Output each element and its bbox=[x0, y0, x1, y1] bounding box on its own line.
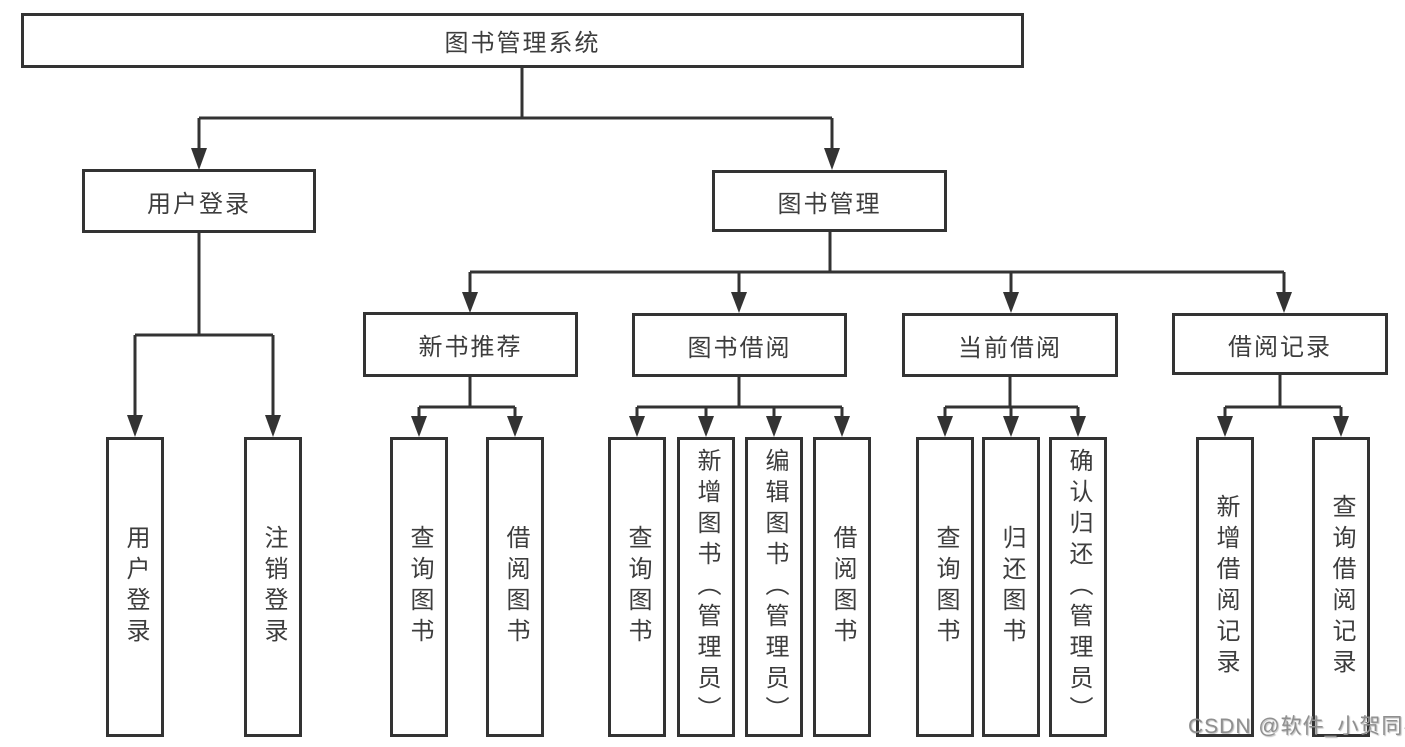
leaf-add-books-admin: 新增图书（管理员） bbox=[677, 437, 735, 737]
leaf-logout: 注销登录 bbox=[244, 437, 302, 737]
node-current-borrowing-label: 当前借阅 bbox=[958, 334, 1062, 362]
leaf-query-books-current-label: 查询图书 bbox=[932, 525, 959, 649]
leaf-borrow-books-recommend-label: 借阅图书 bbox=[502, 525, 529, 649]
leaf-add-borrow-record-label: 新增借阅记录 bbox=[1212, 494, 1239, 680]
leaf-confirm-return-admin-label: 确认归还（管理员） bbox=[1065, 447, 1092, 727]
leaf-query-books-recommend: 查询图书 bbox=[390, 437, 448, 737]
node-book-borrowing: 图书借阅 bbox=[632, 313, 847, 377]
csdn-watermark: CSDN @软件_小贺同学 bbox=[1188, 715, 1405, 738]
node-new-book-recommend: 新书推荐 bbox=[363, 312, 578, 377]
leaf-edit-books-admin: 编辑图书（管理员） bbox=[745, 437, 803, 737]
leaf-logout-label: 注销登录 bbox=[260, 525, 287, 649]
leaf-borrow-books-borrowing: 借阅图书 bbox=[813, 437, 871, 737]
leaf-return-books-label: 归还图书 bbox=[998, 525, 1025, 649]
node-user-login: 用户登录 bbox=[82, 169, 316, 233]
leaf-query-books-recommend-label: 查询图书 bbox=[406, 525, 433, 649]
leaf-query-books-borrowing: 查询图书 bbox=[608, 437, 666, 737]
leaf-query-borrow-record: 查询借阅记录 bbox=[1312, 437, 1370, 737]
node-current-borrowing: 当前借阅 bbox=[902, 313, 1118, 377]
node-user-login-label: 用户登录 bbox=[147, 190, 251, 218]
leaf-add-books-admin-label: 新增图书（管理员） bbox=[693, 447, 720, 727]
node-root-system: 图书管理系统 bbox=[21, 13, 1024, 68]
node-new-book-recommend-label: 新书推荐 bbox=[418, 334, 523, 361]
node-borrowing-records-label: 借阅记录 bbox=[1228, 333, 1332, 361]
node-borrowing-records: 借阅记录 bbox=[1172, 313, 1388, 375]
leaf-add-borrow-record: 新增借阅记录 bbox=[1196, 437, 1254, 737]
leaf-edit-books-admin-label: 编辑图书（管理员） bbox=[761, 447, 788, 727]
leaf-borrow-books-borrowing-label: 借阅图书 bbox=[829, 525, 856, 649]
leaf-query-books-current: 查询图书 bbox=[916, 437, 974, 737]
leaf-user-login: 用户登录 bbox=[106, 437, 164, 737]
node-book-borrowing-label: 图书借阅 bbox=[687, 334, 792, 362]
leaf-borrow-books-recommend: 借阅图书 bbox=[486, 437, 544, 737]
node-book-management-label: 图书管理 bbox=[777, 190, 882, 218]
leaf-user-login-label: 用户登录 bbox=[122, 525, 149, 649]
leaf-query-books-borrowing-label: 查询图书 bbox=[624, 525, 651, 649]
leaf-confirm-return-admin: 确认归还（管理员） bbox=[1049, 437, 1107, 737]
leaf-return-books: 归还图书 bbox=[982, 437, 1040, 737]
leaf-query-borrow-record-label: 查询借阅记录 bbox=[1328, 494, 1355, 680]
node-book-management: 图书管理 bbox=[712, 170, 947, 232]
node-root-label: 图书管理系统 bbox=[444, 30, 601, 57]
